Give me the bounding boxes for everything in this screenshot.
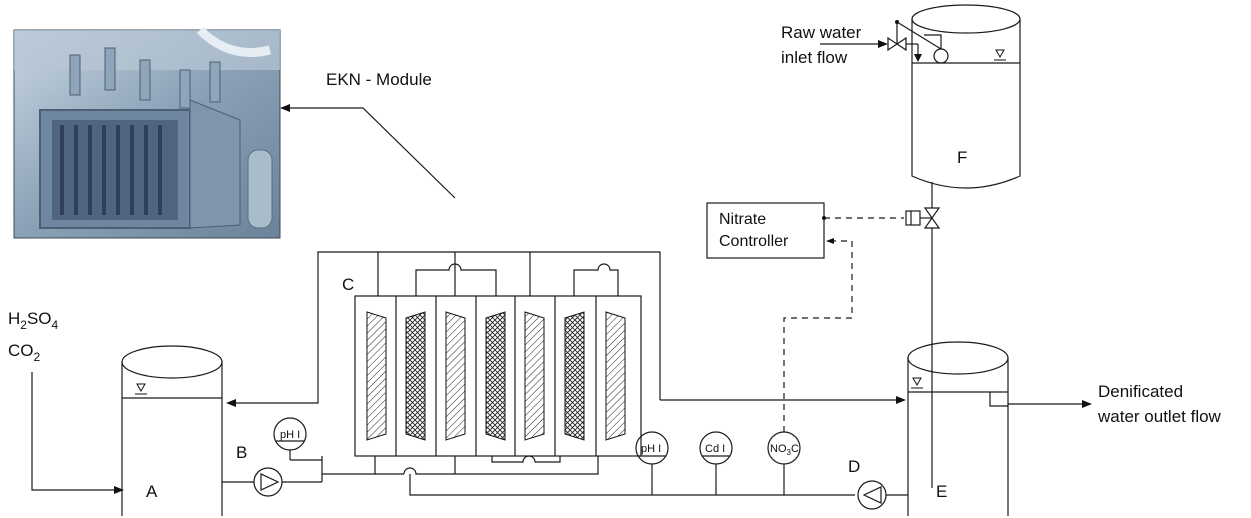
pump-b — [222, 467, 322, 497]
module-label: EKN - Module — [326, 70, 432, 89]
module-photo — [13, 26, 281, 239]
outlet-label-line1: Denificated — [1098, 382, 1183, 401]
module-pointer — [280, 104, 456, 199]
sensor-signal-line — [783, 238, 853, 432]
recirculation-line — [409, 464, 855, 496]
control-valve — [905, 207, 941, 229]
tank-a-label: A — [146, 482, 158, 501]
tank-e — [907, 341, 1009, 516]
return-line-a — [226, 251, 378, 407]
raw-water-label-line2: inlet flow — [781, 48, 848, 67]
pump-d — [857, 480, 908, 510]
treated-water-line — [660, 396, 906, 404]
pump-b-label: B — [236, 443, 247, 462]
cd-sensor-label: Cd I — [705, 443, 725, 455]
outlet-label-line2: water outlet flow — [1097, 407, 1222, 426]
ph-sensor-2-label: pH I — [641, 443, 661, 455]
module-c-label: C — [342, 275, 354, 294]
ph-sensor-1-label: pH I — [280, 429, 300, 441]
dosing-line — [31, 372, 124, 494]
tank-f-label: F — [957, 148, 967, 167]
module-c-stack — [354, 295, 642, 457]
co2-label: CO2 — [8, 341, 41, 364]
raw-water-inlet — [820, 36, 918, 52]
tank-f — [895, 4, 1021, 189]
controller-label-line1: Nitrate — [719, 211, 766, 228]
ph-sensor-1 — [273, 417, 322, 461]
nitrate-sensor-label: NO3C — [770, 443, 799, 457]
cd-sensor — [699, 431, 733, 465]
module-manifolds — [321, 251, 661, 482]
controller-label-line2: Controller — [719, 233, 789, 250]
raw-water-label-line1: Raw water — [781, 23, 862, 42]
ph-sensor-2 — [635, 431, 669, 465]
outlet-line — [1008, 400, 1092, 408]
acid-label: H2SO4 — [8, 309, 59, 332]
pump-d-label: D — [848, 457, 860, 476]
tank-e-label: E — [936, 482, 947, 501]
tank-a — [121, 345, 223, 516]
